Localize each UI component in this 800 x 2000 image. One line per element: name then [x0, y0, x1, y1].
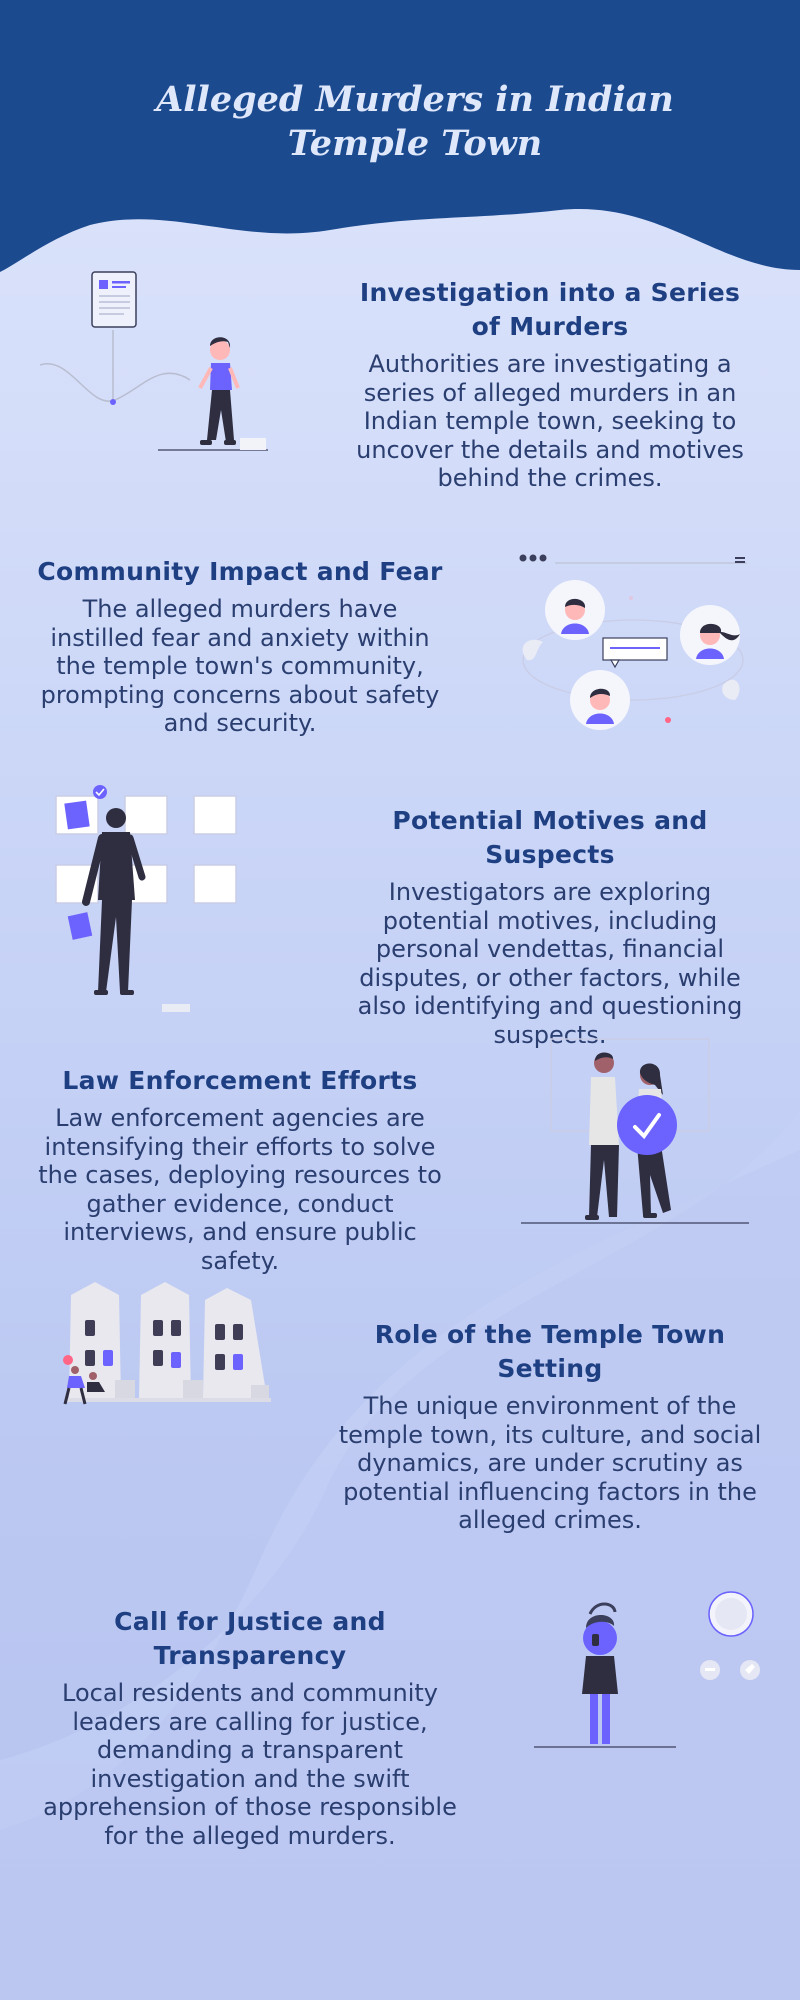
header-wave	[0, 0, 800, 272]
section-call-for-justice: Call for Justice and Transparency Local …	[30, 1605, 470, 1850]
section-title: Law Enforcement Efforts	[62, 1066, 418, 1095]
section-motives-suspects: Potential Motives and Suspects Investiga…	[340, 804, 760, 1049]
section-law-enforcement: Law Enforcement Efforts Law enforcement …	[35, 1064, 445, 1275]
section-temple-town-setting: Role of the Temple Town Setting The uniq…	[330, 1318, 770, 1535]
section-body: Investigators are exploring potential mo…	[357, 878, 743, 1049]
phone-call-person-illustration	[534, 1591, 760, 1748]
houses-illustration	[63, 1282, 271, 1405]
chat-network-illustration	[519, 554, 747, 730]
section-body: Law enforcement agencies are intensifyin…	[38, 1104, 442, 1275]
board-person-illustration	[55, 785, 237, 1012]
approval-couple-illustration	[521, 1038, 749, 1224]
section-title: Call for Justice and Transparency	[114, 1607, 386, 1670]
section-community-impact: Community Impact and Fear The alleged mu…	[35, 555, 445, 738]
header-banner: Alleged Murders in Indian Temple Town	[0, 0, 800, 280]
page-title: Alleged Murders in Indian Temple Town	[156, 79, 674, 164]
section-title: Potential Motives and Suspects	[392, 806, 708, 869]
section-investigation: Investigation into a Series of Murders A…	[345, 276, 755, 493]
section-body: The alleged murders have instilled fear …	[40, 595, 440, 737]
section-title: Community Impact and Fear	[37, 557, 443, 586]
section-body: The unique environment of the temple tow…	[338, 1392, 762, 1534]
section-body: Authorities are investigating a series o…	[356, 350, 744, 492]
section-body: Local residents and community leaders ar…	[43, 1679, 457, 1850]
section-title: Role of the Temple Town Setting	[374, 1320, 726, 1383]
section-title: Investigation into a Series of Murders	[359, 278, 741, 341]
document-person-illustration	[40, 271, 268, 451]
